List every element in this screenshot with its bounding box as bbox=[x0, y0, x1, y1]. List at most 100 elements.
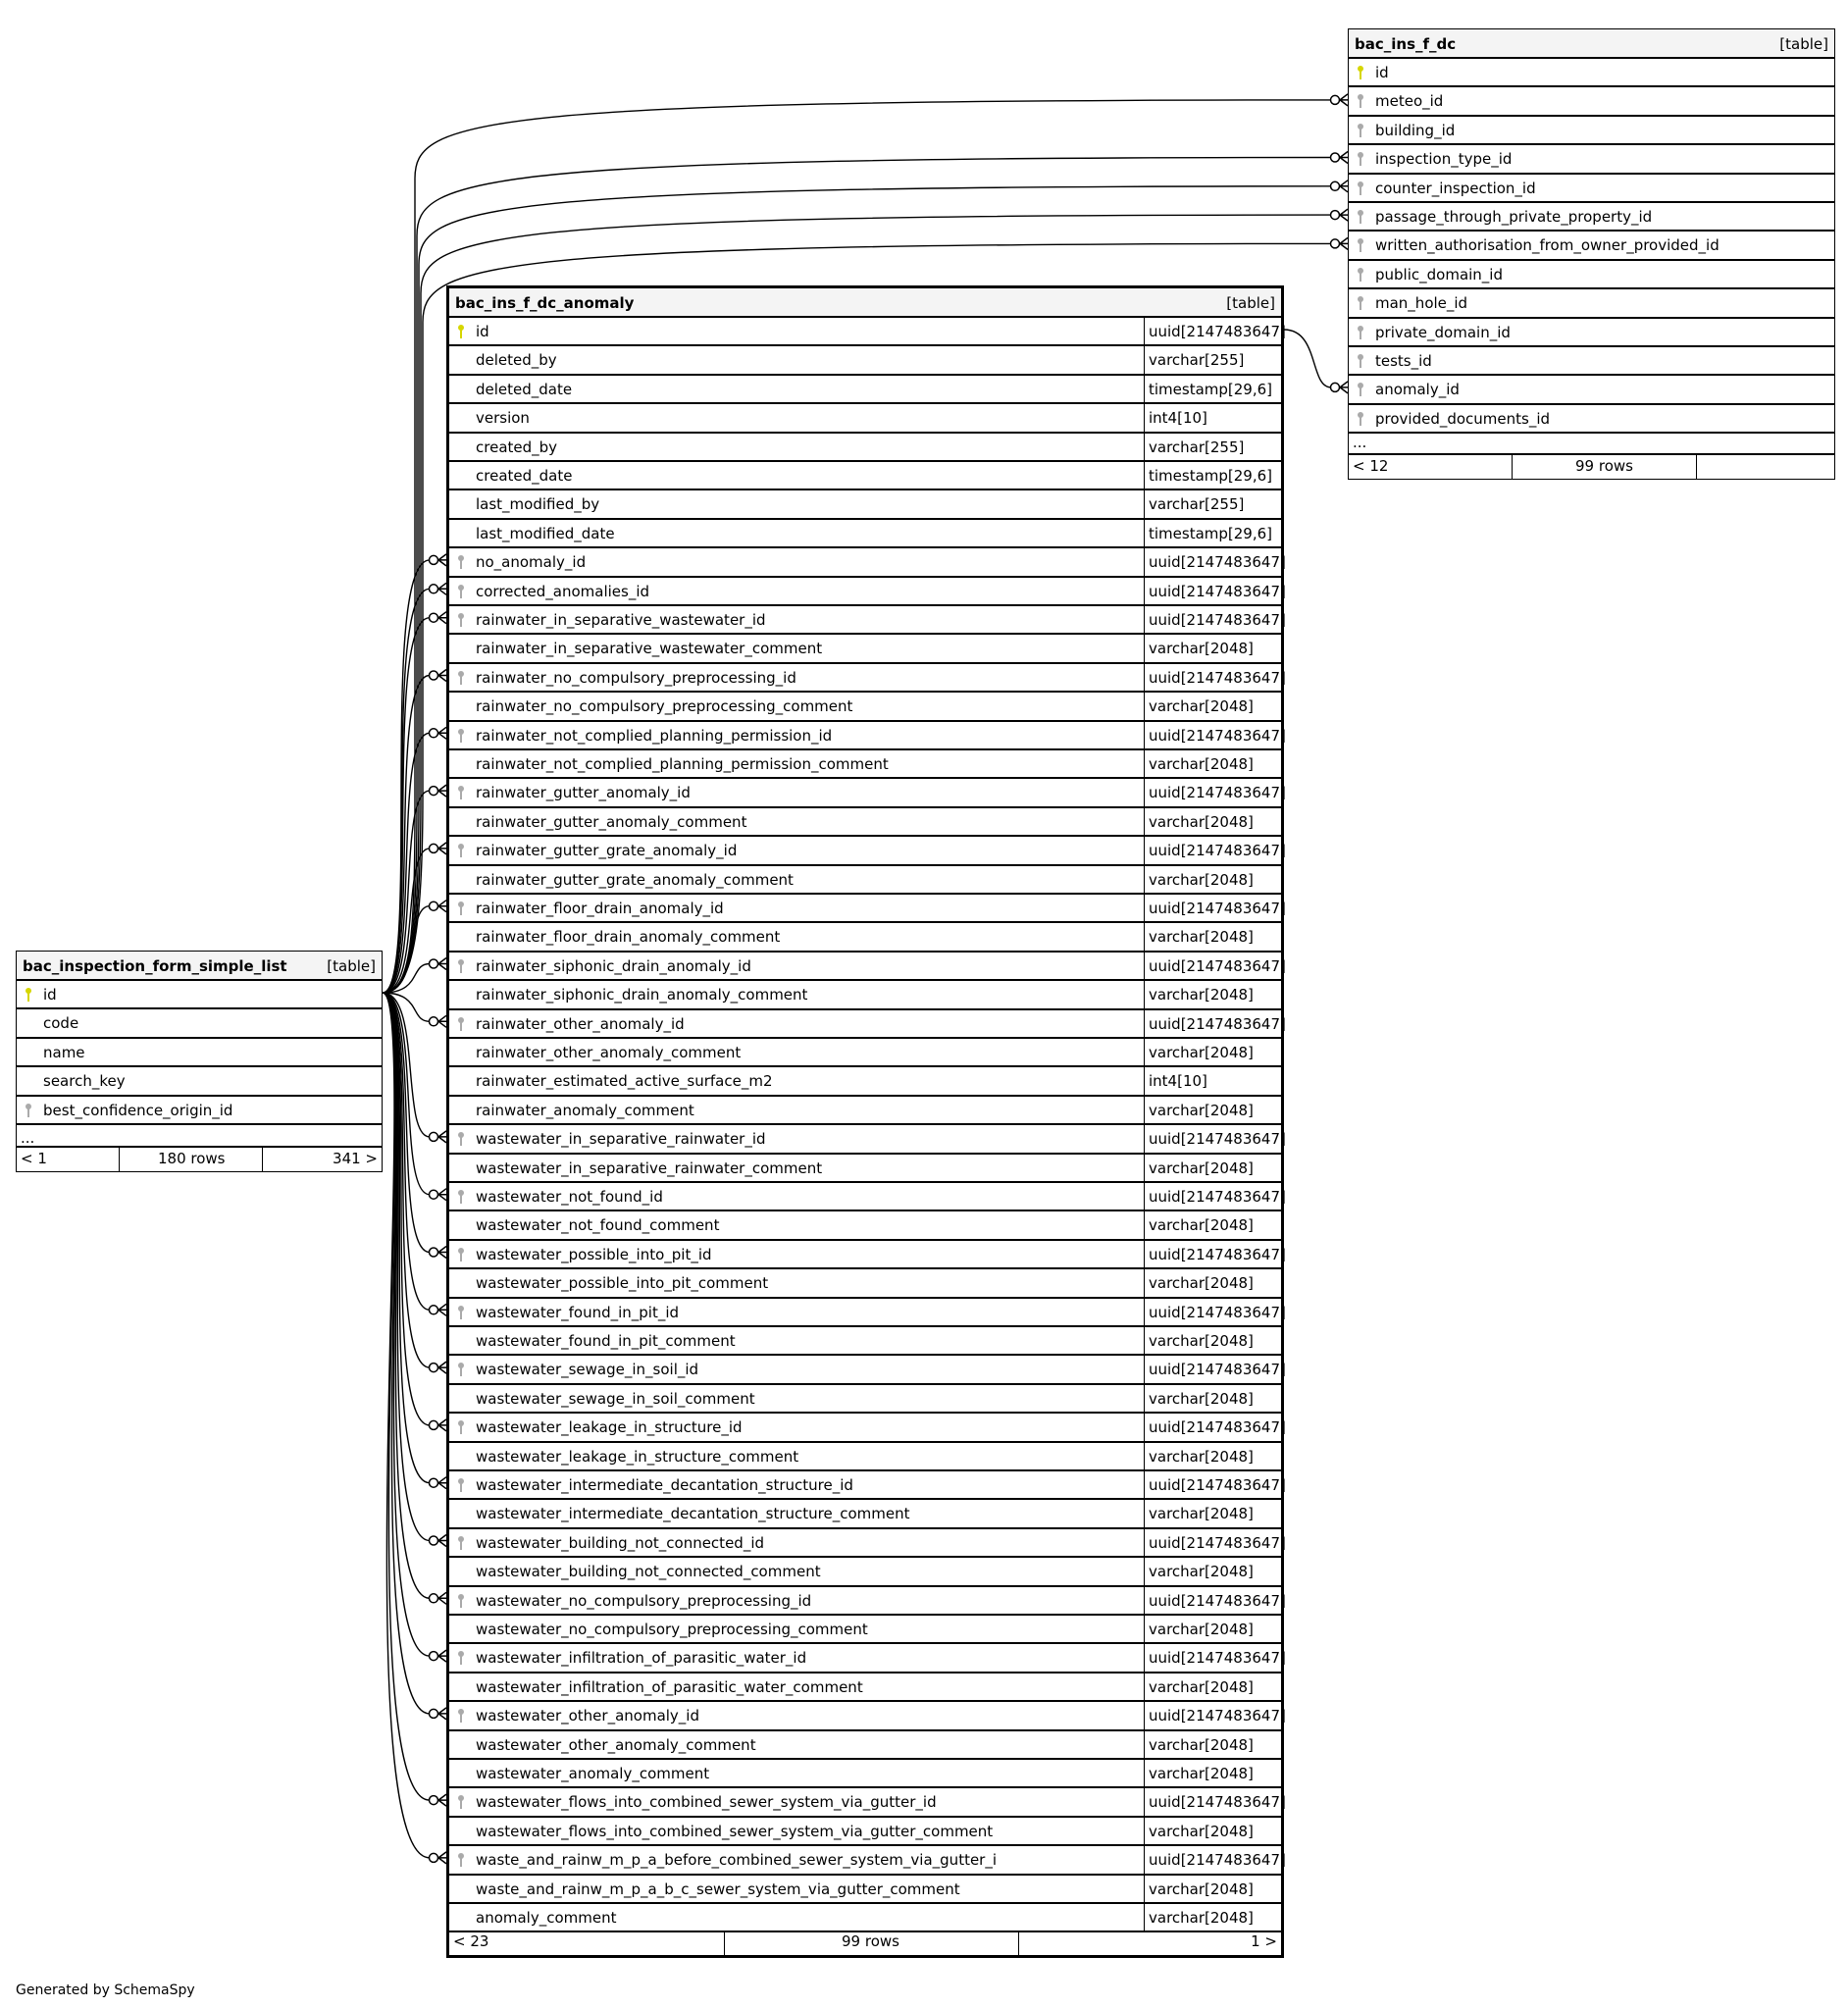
column-row-best-confidence-origin-id[interactable]: best_confidence_origin_id bbox=[17, 1096, 382, 1125]
table-bac-ins-f-dc[interactable]: bac_ins_f_dc [table] ... < 12 99 rows id… bbox=[1348, 28, 1835, 480]
column-row-anomaly-id[interactable]: anomaly_id bbox=[1349, 375, 1834, 405]
column-row-rainwater-in-separative-wastewater-comment[interactable]: rainwater_in_separative_wastewater_comme… bbox=[449, 634, 1281, 664]
foreign-key-icon bbox=[457, 1305, 465, 1320]
column-row-wastewater-intermediate-decantation-structure-id[interactable]: wastewater_intermediate_decantation_stru… bbox=[449, 1470, 1286, 1501]
column-row-tests-id[interactable]: tests_id bbox=[1349, 346, 1834, 377]
column-row-wastewater-flows-into-combined-sewer-system-via-gutter-comment[interactable]: wastewater_flows_into_combined_sewer_sys… bbox=[449, 1816, 1281, 1847]
foreign-key-icon bbox=[457, 1247, 465, 1262]
column-row-wastewater-in-separative-rainwater-comment[interactable]: wastewater_in_separative_rainwater_comme… bbox=[449, 1153, 1281, 1183]
relationship-line bbox=[382, 992, 431, 1715]
column-row-rainwater-not-complied-planning-permission-id[interactable]: rainwater_not_complied_planning_permissi… bbox=[449, 720, 1286, 750]
column-row-meteo-id[interactable]: meteo_id bbox=[1349, 86, 1834, 117]
column-row-rainwater-no-compulsory-preprocessing-id[interactable]: rainwater_no_compulsory_preprocessing_id… bbox=[449, 662, 1286, 694]
column-row-counter-inspection-id[interactable]: counter_inspection_id bbox=[1349, 174, 1834, 203]
footer-prev[interactable]: < 12 bbox=[1353, 457, 1389, 475]
column-name: wastewater_intermediate_decantation_stru… bbox=[476, 1476, 853, 1494]
column-row-id[interactable]: id bbox=[1349, 58, 1834, 88]
table-header: bac_inspection_form_simple_list [table] bbox=[17, 952, 382, 981]
table-name[interactable]: bac_inspection_form_simple_list bbox=[23, 957, 287, 975]
crows-foot-icon bbox=[437, 1418, 447, 1432]
column-row-waste-and-rainw-m-p-a-before-combined-sewer-system-via-gutter-i[interactable]: waste_and_rainw_m_p_a_before_combined_se… bbox=[449, 1845, 1286, 1876]
column-row-private-domain-id[interactable]: private_domain_id bbox=[1349, 318, 1834, 347]
column-row-wastewater-infiltration-of-parasitic-water-comment[interactable]: wastewater_infiltration_of_parasitic_wat… bbox=[449, 1672, 1281, 1703]
footer-prev[interactable]: < 23 bbox=[453, 1932, 489, 1950]
column-row-public-domain-id[interactable]: public_domain_id bbox=[1349, 260, 1834, 290]
table-name[interactable]: bac_ins_f_dc bbox=[1355, 35, 1457, 53]
column-row-name[interactable]: name bbox=[17, 1038, 382, 1068]
crows-foot-icon bbox=[1339, 180, 1349, 193]
column-row-man-hole-id[interactable]: man_hole_id bbox=[1349, 288, 1834, 319]
table-name[interactable]: bac_ins_f_dc_anomaly bbox=[455, 294, 635, 312]
table-bac-ins-f-dc-anomaly[interactable]: bac_ins_f_dc_anomaly [table] < 23 99 row… bbox=[446, 285, 1286, 1958]
column-row-wastewater-intermediate-decantation-structure-comment[interactable]: wastewater_intermediate_decantation_stru… bbox=[449, 1499, 1281, 1529]
column-row-id[interactable]: id bbox=[17, 980, 382, 1010]
column-row-search-key[interactable]: search_key bbox=[17, 1066, 382, 1097]
table-bac-inspection-form-simple-list[interactable]: bac_inspection_form_simple_list [table] … bbox=[16, 951, 383, 1172]
column-row-waste-and-rainw-m-p-a-b-c-sewer-system-via-gutter-comment[interactable]: waste_and_rainw_m_p_a_b_c_sewer_system_v… bbox=[449, 1874, 1281, 1904]
column-row-provided-documents-id[interactable]: provided_documents_id bbox=[1349, 404, 1834, 435]
column-type: uuid[2147483647] bbox=[1149, 1188, 1286, 1206]
column-row-code[interactable]: code bbox=[17, 1008, 382, 1039]
column-name: wastewater_no_compulsory_preprocessing_i… bbox=[476, 1591, 812, 1610]
column-row-building-id[interactable]: building_id bbox=[1349, 116, 1834, 146]
zero-marker-icon bbox=[428, 1708, 439, 1720]
column-row-inspection-type-id[interactable]: inspection_type_id bbox=[1349, 144, 1834, 175]
column-row-passage-through-private-property-id[interactable]: passage_through_private_property_id bbox=[1349, 202, 1834, 232]
column-row-wastewater-no-compulsory-preprocessing-comment[interactable]: wastewater_no_compulsory_preprocessing_c… bbox=[449, 1615, 1281, 1645]
column-row-wastewater-no-compulsory-preprocessing-id[interactable]: wastewater_no_compulsory_preprocessing_i… bbox=[449, 1585, 1286, 1616]
column-row-rainwater-no-compulsory-preprocessing-comment[interactable]: rainwater_no_compulsory_preprocessing_co… bbox=[449, 692, 1281, 722]
footer-next[interactable]: 341 > bbox=[333, 1150, 378, 1167]
column-name: created_by bbox=[476, 438, 558, 456]
footer-prev[interactable]: < 1 bbox=[21, 1150, 47, 1167]
column-row-wastewater-building-not-connected-comment[interactable]: wastewater_building_not_connected_commen… bbox=[449, 1557, 1281, 1587]
crows-foot-icon bbox=[1339, 236, 1349, 250]
column-row-wastewater-infiltration-of-parasitic-water-id[interactable]: wastewater_infiltration_of_parasitic_wat… bbox=[449, 1643, 1286, 1673]
zero-marker-icon bbox=[428, 843, 439, 854]
column-row-rainwater-not-complied-planning-permission-comment[interactable]: rainwater_not_complied_planning_permissi… bbox=[449, 749, 1281, 780]
footer-next[interactable]: 1 > bbox=[1251, 1932, 1277, 1950]
foreign-key-icon bbox=[1357, 295, 1364, 311]
column-row-rainwater-siphonic-drain-anomaly-comment[interactable]: rainwater_siphonic_drain_anomaly_comment… bbox=[449, 980, 1281, 1010]
column-type: timestamp[29,6] bbox=[1149, 524, 1273, 542]
column-row-written-authorisation-from-owner-provided-id[interactable]: written_authorisation_from_owner_provide… bbox=[1349, 231, 1834, 261]
column-row-wastewater-flows-into-combined-sewer-system-via-gutter-id[interactable]: wastewater_flows_into_combined_sewer_sys… bbox=[449, 1787, 1286, 1818]
